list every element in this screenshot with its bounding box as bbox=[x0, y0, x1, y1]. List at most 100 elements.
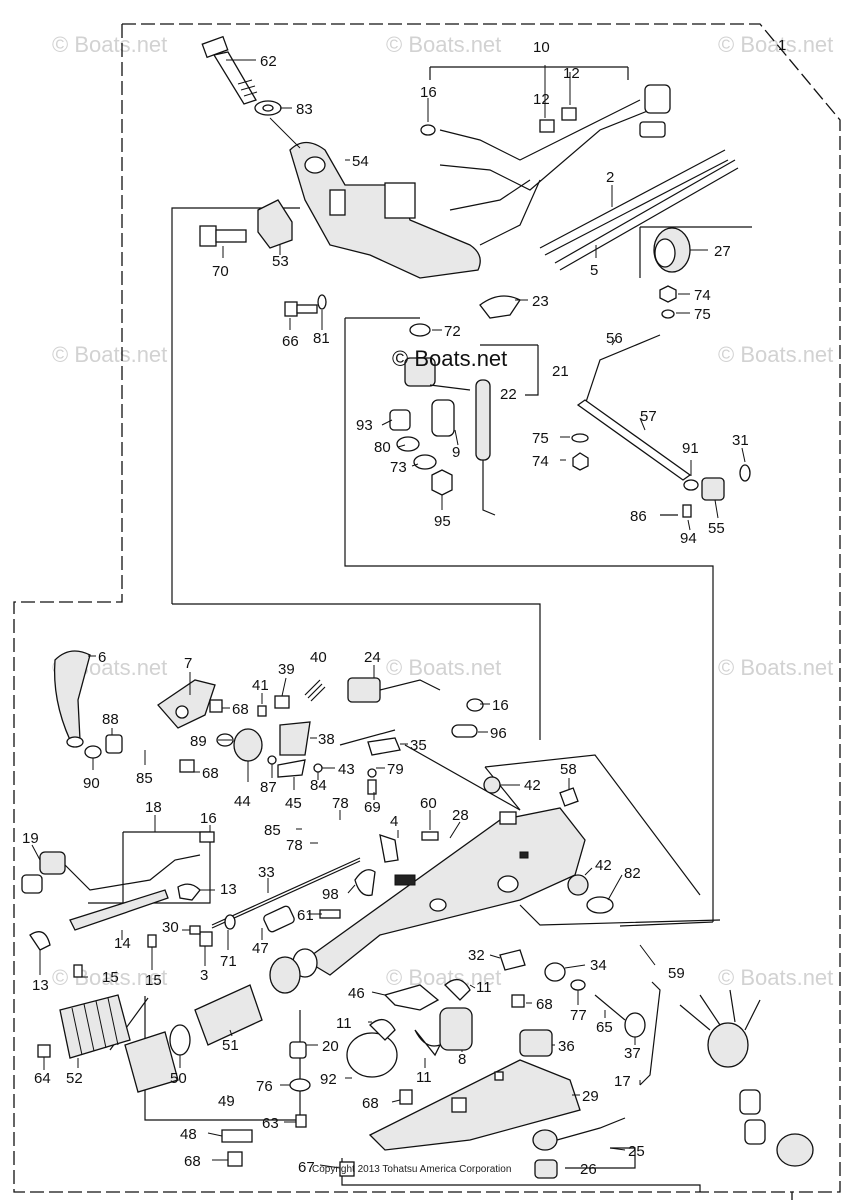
callout-16: 16 bbox=[492, 697, 509, 714]
callout-95: 95 bbox=[434, 513, 451, 530]
washer-82 bbox=[586, 896, 614, 914]
callout-70: 70 bbox=[212, 263, 229, 280]
screw-63 bbox=[295, 1114, 307, 1128]
callout-73: 73 bbox=[390, 459, 407, 476]
solenoid-21 bbox=[404, 323, 471, 391]
ball-87 bbox=[267, 755, 277, 765]
callout-17: 17 bbox=[614, 1073, 631, 1090]
washer-80 bbox=[396, 436, 420, 452]
spring-40 bbox=[304, 679, 326, 702]
bracket-48 bbox=[221, 1129, 253, 1143]
shaft-57 bbox=[576, 399, 692, 481]
knob-44 bbox=[233, 728, 263, 762]
callout-42: 42 bbox=[524, 777, 541, 794]
clip-11c bbox=[414, 1029, 442, 1057]
parts-layer bbox=[21, 35, 814, 1179]
callout-40: 40 bbox=[310, 649, 327, 666]
plate-38 bbox=[279, 721, 311, 756]
callout-13: 13 bbox=[32, 977, 49, 994]
callout-14: 14 bbox=[114, 935, 131, 952]
callout-37: 37 bbox=[624, 1045, 641, 1062]
callout-4: 4 bbox=[390, 813, 398, 830]
callout-1: 1 bbox=[778, 37, 786, 54]
screw-84 bbox=[313, 763, 323, 773]
label-60 bbox=[421, 831, 439, 841]
callout-58: 58 bbox=[560, 761, 577, 778]
callout-13: 13 bbox=[220, 881, 237, 898]
callout-49: 49 bbox=[218, 1093, 235, 1110]
clip-23 bbox=[479, 295, 521, 319]
callout-62: 62 bbox=[260, 53, 277, 70]
callout-63: 63 bbox=[262, 1115, 279, 1132]
washer-79 bbox=[367, 768, 377, 778]
plate-45 bbox=[277, 759, 306, 778]
callout-12: 12 bbox=[563, 65, 580, 82]
cap-37 bbox=[624, 1012, 646, 1038]
callout-5: 5 bbox=[590, 262, 598, 279]
callout-81: 81 bbox=[313, 330, 330, 347]
callout-68: 68 bbox=[232, 701, 249, 718]
callout-61: 61 bbox=[297, 907, 314, 924]
block-36 bbox=[519, 1029, 553, 1057]
watermark: © Boats.net bbox=[52, 32, 167, 57]
clip-13a bbox=[177, 883, 201, 901]
sensor-25 bbox=[532, 1117, 626, 1151]
callout-65: 65 bbox=[596, 1019, 613, 1036]
callout-24: 24 bbox=[364, 649, 381, 666]
callout-39: 39 bbox=[278, 661, 295, 678]
knob-55 bbox=[701, 464, 751, 501]
callout-96: 96 bbox=[490, 725, 507, 742]
plate-14 bbox=[69, 889, 169, 931]
callout-48: 48 bbox=[180, 1126, 197, 1143]
watermark-layer: © Boats.net © Boats.net © Boats.net © Bo… bbox=[52, 32, 833, 990]
callout-11: 11 bbox=[476, 979, 492, 996]
callout-88: 88 bbox=[102, 711, 119, 728]
clip-11a bbox=[444, 978, 471, 1001]
screw-15b bbox=[147, 934, 157, 948]
cover-29 bbox=[368, 1059, 581, 1151]
grip-inner-50 bbox=[124, 1031, 179, 1093]
washer-76 bbox=[289, 1078, 311, 1092]
washer-75 bbox=[661, 309, 675, 319]
copyright-notice: Copyright 2013 Tohatsu America Corporati… bbox=[312, 1164, 511, 1175]
callout-36: 36 bbox=[558, 1038, 575, 1055]
callout-89: 89 bbox=[190, 733, 207, 750]
callout-87: 87 bbox=[260, 779, 277, 796]
bushing-42b bbox=[567, 874, 589, 896]
callout-44: 44 bbox=[234, 793, 251, 810]
watermark: © Boats.net bbox=[386, 655, 501, 680]
callout-16: 16 bbox=[420, 84, 437, 101]
bracket-7 bbox=[157, 679, 216, 729]
coil-spring-22 bbox=[475, 379, 496, 516]
callout-41: 41 bbox=[252, 677, 269, 694]
bushing-34 bbox=[544, 962, 566, 982]
watermark: © Boats.net bbox=[718, 32, 833, 57]
bolt-62 bbox=[201, 35, 258, 105]
callout-28: 28 bbox=[452, 807, 469, 824]
callout-3: 3 bbox=[200, 967, 208, 984]
callout-76: 76 bbox=[256, 1078, 273, 1095]
callout-72: 72 bbox=[444, 323, 461, 340]
callout-47: 47 bbox=[252, 940, 269, 957]
callout-15: 15 bbox=[145, 972, 162, 989]
callout-91: 91 bbox=[682, 440, 699, 457]
callout-57: 57 bbox=[640, 408, 657, 425]
callout-26: 26 bbox=[580, 1161, 597, 1178]
clip-35 bbox=[367, 737, 401, 756]
shaft-51 bbox=[194, 984, 263, 1046]
block-53 bbox=[257, 199, 293, 249]
clip-13b bbox=[29, 931, 51, 951]
switch-assembly-17 bbox=[679, 989, 814, 1167]
callout-35: 35 bbox=[410, 737, 427, 754]
callout-85: 85 bbox=[264, 822, 281, 839]
callout-34: 34 bbox=[590, 957, 607, 974]
callout-68: 68 bbox=[362, 1095, 379, 1112]
callout-53: 53 bbox=[272, 253, 289, 270]
callout-98: 98 bbox=[322, 886, 339, 903]
callout-55: 55 bbox=[708, 520, 725, 537]
ring-50b bbox=[169, 1024, 191, 1056]
nut-74b bbox=[572, 452, 589, 471]
rod-33 bbox=[211, 857, 361, 926]
pin-41 bbox=[257, 705, 267, 717]
callout-86: 86 bbox=[630, 508, 647, 525]
